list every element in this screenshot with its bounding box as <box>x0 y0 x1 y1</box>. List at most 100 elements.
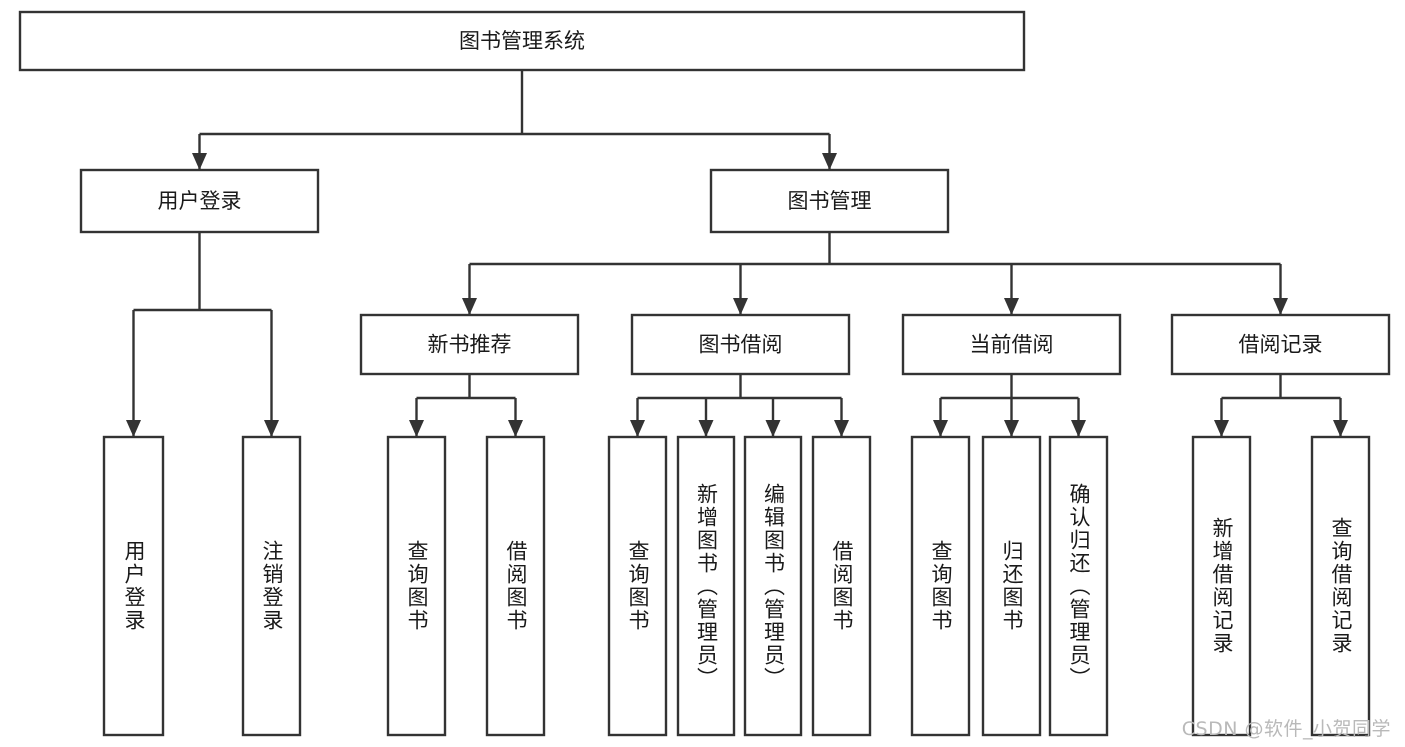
arrow-head-icon <box>1004 298 1019 315</box>
arrow-head-icon <box>1214 420 1229 437</box>
node-label-wrap-add-book-admin: 新增图书（管理员） <box>694 482 719 690</box>
arrow-head-icon <box>822 153 837 170</box>
node-label-wrap-borrow-book-borrow: 借阅图书 <box>830 540 854 632</box>
connector-layer <box>126 70 1348 437</box>
node-label-return-book: 归还图书 <box>1000 540 1024 632</box>
node-label-root-system: 图书管理系统 <box>459 29 585 53</box>
arrow-head-icon <box>733 298 748 315</box>
node-box-query-book-borrow[interactable] <box>607 435 668 737</box>
node-book-borrow[interactable]: 图书借阅 <box>630 313 851 376</box>
node-label-borrow-book-borrow: 借阅图书 <box>830 540 854 632</box>
arrow-head-icon <box>192 153 207 170</box>
node-borrow-book-borrow[interactable]: 借阅图书 <box>811 435 872 737</box>
node-box-borrow-book-borrow[interactable] <box>811 435 872 737</box>
node-box-borrow-book-recommend[interactable] <box>485 435 546 737</box>
node-box-book-borrow[interactable] <box>630 313 851 376</box>
arrow-head-icon <box>409 420 424 437</box>
arrow-head-icon <box>1004 420 1019 437</box>
node-box-user-login-leaf[interactable] <box>102 435 165 737</box>
node-return-book[interactable]: 归还图书 <box>981 435 1042 737</box>
node-label-wrap-query-borrow-record: 查询借阅记录 <box>1329 517 1353 655</box>
node-label-user-login-leaf: 用户登录 <box>122 540 146 632</box>
node-box-add-book-admin[interactable] <box>676 435 736 737</box>
arrow-head-icon <box>1071 420 1086 437</box>
node-label-new-book-recommend: 新书推荐 <box>428 333 512 357</box>
node-box-confirm-return-admin[interactable] <box>1048 435 1109 737</box>
node-label-wrap-logout-leaf: 注销登录 <box>260 540 284 632</box>
node-label-wrap-query-book-borrow: 查询图书 <box>626 540 650 632</box>
arrow-head-icon <box>933 420 948 437</box>
node-label-wrap-user-login-leaf: 用户登录 <box>122 540 146 632</box>
node-label-query-borrow-record: 查询借阅记录 <box>1329 517 1353 655</box>
node-box-logout-leaf[interactable] <box>241 435 302 737</box>
node-borrow-book-recommend[interactable]: 借阅图书 <box>485 435 546 737</box>
node-label-confirm-return-admin: 确认归还（管理员） <box>1067 482 1091 690</box>
node-borrow-record[interactable]: 借阅记录 <box>1170 313 1391 376</box>
edge-group-user-login <box>126 232 279 437</box>
arrow-head-icon <box>1273 298 1288 315</box>
node-box-query-book-current[interactable] <box>910 435 971 737</box>
node-box-return-book[interactable] <box>981 435 1042 737</box>
node-label-wrap-query-book-recommend: 查询图书 <box>405 540 429 632</box>
node-box-book-management[interactable] <box>709 168 950 234</box>
node-new-book-recommend[interactable]: 新书推荐 <box>359 313 580 376</box>
node-box-root-system[interactable] <box>18 10 1026 72</box>
node-layer: 图书管理系统用户登录图书管理新书推荐图书借阅当前借阅借阅记录用户登录注销登录查询… <box>18 10 1391 737</box>
arrow-head-icon <box>765 420 781 437</box>
arrow-head-icon <box>698 420 714 437</box>
node-confirm-return-admin[interactable]: 确认归还（管理员） <box>1048 435 1109 737</box>
edge-group-new-book-recommend <box>409 374 523 437</box>
node-root-system[interactable]: 图书管理系统 <box>18 10 1026 72</box>
node-edit-book-admin[interactable]: 编辑图书（管理员） <box>743 435 803 737</box>
node-label-wrap-return-book: 归还图书 <box>1000 540 1024 632</box>
node-current-borrow[interactable]: 当前借阅 <box>901 313 1122 376</box>
node-query-book-borrow[interactable]: 查询图书 <box>607 435 668 737</box>
node-label-wrap-query-book-current: 查询图书 <box>929 540 953 632</box>
node-logout-leaf[interactable]: 注销登录 <box>241 435 302 737</box>
node-label-add-book-admin: 新增图书（管理员） <box>694 482 719 690</box>
arrow-head-icon <box>834 420 849 437</box>
node-label-query-book-recommend: 查询图书 <box>405 540 429 632</box>
arrow-head-icon <box>1333 420 1348 437</box>
node-box-add-borrow-record[interactable] <box>1191 435 1252 737</box>
node-box-edit-book-admin[interactable] <box>743 435 803 737</box>
arrow-head-icon <box>508 420 523 437</box>
node-user-login-leaf[interactable]: 用户登录 <box>102 435 165 737</box>
node-book-management[interactable]: 图书管理 <box>709 168 950 234</box>
arrow-head-icon <box>264 420 279 437</box>
node-box-user-login[interactable] <box>79 168 320 234</box>
node-label-wrap-confirm-return-admin: 确认归还（管理员） <box>1067 482 1091 690</box>
node-label-wrap-add-borrow-record: 新增借阅记录 <box>1210 517 1234 655</box>
edge-group-book-borrow <box>630 374 849 437</box>
edge-group-root <box>192 70 837 170</box>
node-user-login[interactable]: 用户登录 <box>79 168 320 234</box>
node-query-book-current[interactable]: 查询图书 <box>910 435 971 737</box>
node-label-borrow-book-recommend: 借阅图书 <box>504 540 528 632</box>
node-label-borrow-record: 借阅记录 <box>1239 333 1323 357</box>
node-label-wrap-edit-book-admin: 编辑图书（管理员） <box>761 482 786 690</box>
node-label-book-management: 图书管理 <box>788 189 872 213</box>
edge-group-book-management <box>462 232 1288 315</box>
arrow-head-icon <box>126 420 141 437</box>
node-query-borrow-record[interactable]: 查询借阅记录 <box>1310 435 1371 737</box>
node-box-query-borrow-record[interactable] <box>1310 435 1371 737</box>
node-label-add-borrow-record: 新增借阅记录 <box>1210 517 1234 655</box>
node-box-borrow-record[interactable] <box>1170 313 1391 376</box>
edge-group-current-borrow <box>933 374 1086 437</box>
node-label-wrap-borrow-book-recommend: 借阅图书 <box>504 540 528 632</box>
node-label-edit-book-admin: 编辑图书（管理员） <box>761 482 786 690</box>
node-label-book-borrow: 图书借阅 <box>699 333 783 357</box>
node-label-query-book-current: 查询图书 <box>929 540 953 632</box>
node-query-book-recommend[interactable]: 查询图书 <box>386 435 447 737</box>
node-box-query-book-recommend[interactable] <box>386 435 447 737</box>
node-box-current-borrow[interactable] <box>901 313 1122 376</box>
arrow-head-icon <box>630 420 645 437</box>
node-add-book-admin[interactable]: 新增图书（管理员） <box>676 435 736 737</box>
edge-group-borrow-record <box>1214 374 1348 437</box>
node-box-new-book-recommend[interactable] <box>359 313 580 376</box>
node-label-query-book-borrow: 查询图书 <box>626 540 650 632</box>
node-label-logout-leaf: 注销登录 <box>260 540 284 632</box>
node-add-borrow-record[interactable]: 新增借阅记录 <box>1191 435 1252 737</box>
